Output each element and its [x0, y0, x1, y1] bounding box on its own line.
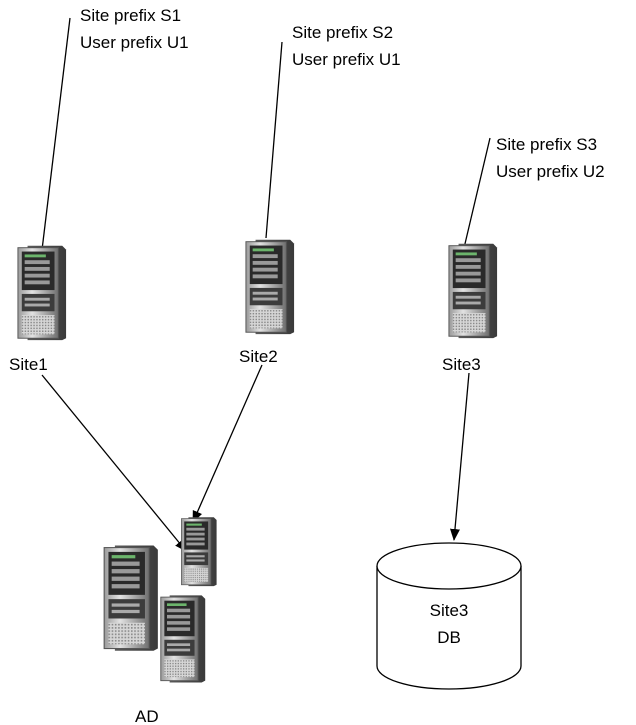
db-node[interactable]: Site3 DB: [376, 542, 522, 690]
site3-node[interactable]: Site3: [442, 243, 498, 374]
annotation-site3-user: User prefix U2: [496, 162, 605, 181]
annotation-site3: Site prefix S3 User prefix U2: [496, 135, 605, 181]
server-cluster-icon: [103, 544, 159, 652]
leader-site1: [41, 17, 71, 251]
ad-label: AD: [135, 707, 159, 725]
server-tower-icon: [160, 594, 206, 683]
arrow-site1-to-ad: [41, 374, 187, 552]
annotation-site2-prefix: Site prefix S2: [292, 23, 393, 42]
ad-node[interactable]: AD: [103, 516, 217, 725]
arrow-site2-to-ad: [192, 364, 263, 523]
site1-node[interactable]: Site1: [9, 245, 67, 374]
annotation-site1-prefix: Site prefix S1: [80, 6, 181, 25]
server-tower-icon: [245, 239, 295, 335]
server-tower-icon: [17, 245, 67, 341]
annotation-site2: Site prefix S2 User prefix U1: [292, 23, 401, 69]
db-label-line2: DB: [437, 628, 461, 647]
database-cylinder-icon: [376, 542, 522, 690]
annotation-site2-user: User prefix U1: [292, 50, 401, 69]
server-tower-icon: [181, 516, 217, 587]
annotation-site1-user: User prefix U1: [80, 33, 189, 52]
site3-label: Site3: [442, 355, 481, 374]
leader-site2: [265, 41, 283, 239]
site2-node[interactable]: Site2: [239, 239, 295, 366]
annotation-site1: Site prefix S1 User prefix U1: [80, 6, 189, 52]
site2-label: Site2: [239, 347, 278, 366]
annotation-leaders: [41, 17, 491, 251]
connections: [41, 364, 470, 552]
db-label-line1: Site3: [430, 601, 469, 620]
leader-site3: [463, 137, 491, 249]
server-tower-icon: [448, 243, 498, 339]
annotation-site3-prefix: Site prefix S3: [496, 135, 597, 154]
arrow-site3-to-db: [450, 372, 470, 541]
site1-label: Site1: [9, 355, 48, 374]
